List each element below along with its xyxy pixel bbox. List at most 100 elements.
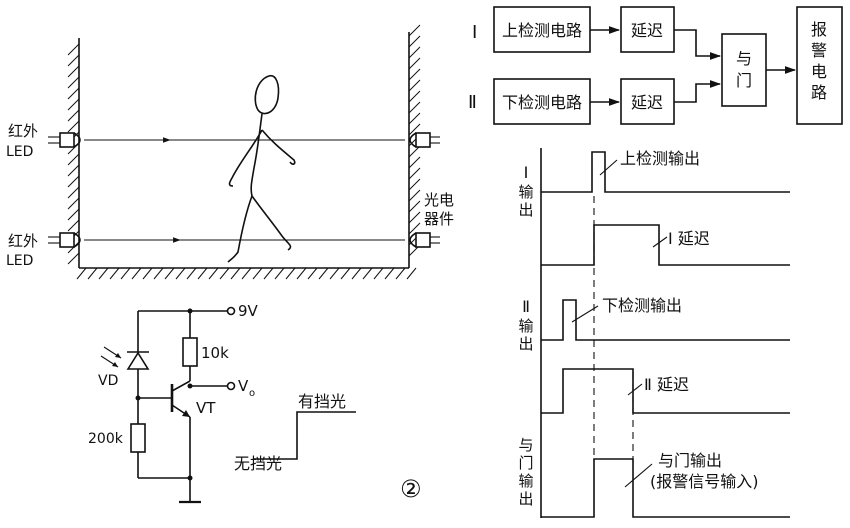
wall-hatch-line — [67, 219, 80, 232]
wall-hatch-line — [408, 35, 421, 48]
wall-hatch-line — [408, 24, 421, 37]
block-diagram: Ⅰ Ⅱ 上检测电路 下检测电路 延迟 延迟 与 门 报 警 电 路 — [468, 6, 843, 125]
wall-hatch-line — [408, 156, 421, 169]
timing-diagram: Ⅰ 输 出 Ⅱ 输 出 与 门 输 出 上检测输出 Ⅰ 延迟 下检测输出 Ⅱ 延… — [518, 148, 790, 518]
floor-hatch-line — [395, 267, 406, 280]
axis-label-channel-2: Ⅱ 输 出 — [518, 297, 533, 353]
label-lower-detect-out: 下检测输出 — [602, 296, 682, 315]
wall-hatch-line — [67, 120, 80, 133]
floor-hatch-line — [219, 267, 230, 280]
alarm-label-char4: 路 — [811, 83, 827, 102]
floor-hatch-line — [175, 267, 186, 280]
wall-hatch-line — [67, 175, 80, 188]
leader-lower-detect — [571, 305, 599, 323]
axis3-char3: 输 — [518, 472, 533, 490]
wall-hatch-line — [408, 123, 421, 136]
wall-hatch-line — [408, 211, 421, 224]
and-gate-block — [721, 33, 767, 107]
leader-upper-detect — [599, 159, 618, 176]
floor-hatch-line — [274, 267, 285, 280]
wall-hatch-line — [67, 87, 80, 100]
output-label-subscript: o — [249, 388, 255, 399]
floor-hatch-line — [98, 267, 109, 280]
leader-delay-II — [627, 383, 643, 396]
state-blocked-label: 有挡光 — [298, 392, 346, 411]
lower-detect-block — [493, 78, 591, 125]
axis3-char2: 门 — [518, 454, 533, 472]
resistor-10k-label: 10k — [201, 344, 229, 362]
photo-receiver-top — [409, 132, 440, 148]
walking-person — [227, 74, 296, 263]
waveform-delay-I — [541, 224, 790, 266]
wall-hatch-line — [67, 252, 80, 265]
right-wall-hatch — [408, 24, 421, 257]
step-waveform — [254, 411, 356, 460]
figure-number: ② — [400, 475, 422, 503]
wall-hatch-line — [67, 186, 80, 199]
wall-hatch-line — [408, 68, 421, 81]
axis1-char1: 输 — [518, 183, 533, 201]
arrow-delay-lower-to-gate — [674, 80, 722, 103]
floor-hatch-line — [263, 267, 274, 280]
floor-hatch-line — [384, 267, 395, 280]
wall-hatch-line — [408, 90, 421, 103]
left-wall-hatch — [67, 43, 80, 265]
photo-receiver-bottom — [409, 232, 440, 248]
wall-hatch-line — [67, 208, 80, 221]
wall-hatch-line — [67, 65, 80, 78]
axis-label-and-output: 与 门 输 出 — [518, 436, 533, 508]
output-terminal — [226, 381, 236, 391]
wall-hatch-line — [408, 222, 421, 235]
axis2-char2: 出 — [518, 335, 533, 353]
waveform-delay-II — [541, 368, 790, 414]
floor-hatch-line — [230, 267, 241, 280]
delay-upper-block — [620, 6, 675, 53]
axis2-numeral: Ⅱ — [522, 297, 530, 316]
wall-hatch-line — [67, 164, 80, 177]
wall-hatch-line — [408, 46, 421, 59]
floor-hatch-line — [340, 267, 351, 280]
floor-hatch-line — [186, 267, 197, 280]
delay-lower-block — [620, 78, 675, 125]
floor-hatch-line — [131, 267, 142, 280]
led-emitter-top — [48, 132, 81, 148]
floor-hatch-line — [109, 267, 120, 280]
output-label: V — [238, 377, 249, 395]
alarm-label-char2: 警 — [811, 41, 827, 60]
floor-hatch-line — [285, 267, 296, 280]
wall-hatch-line — [408, 101, 421, 114]
wall-hatch-line — [67, 43, 80, 56]
axis-label-channel-1: Ⅰ 输 出 — [518, 163, 533, 219]
alarm-label-char1: 报 — [811, 20, 827, 39]
axis1-numeral: Ⅰ — [524, 163, 529, 182]
floor-hatch-line — [208, 267, 219, 280]
photo-device-label-line1: 光电 — [424, 191, 454, 209]
waveform-and-output — [541, 458, 790, 518]
floor-hatch-line — [142, 267, 153, 280]
ir-led-bottom-label-line1: 红外 — [8, 232, 38, 250]
wall-hatch-line — [408, 200, 421, 213]
wall-hatch-line — [408, 79, 421, 92]
floor-hatch-line — [318, 267, 329, 280]
axis2-char1: 输 — [518, 317, 533, 335]
wall-hatch-line — [408, 167, 421, 180]
delay-lower-label: 延迟 — [631, 93, 663, 112]
floor-hatch-line — [153, 267, 164, 280]
and-gate-label-line2: 门 — [736, 71, 752, 90]
floor-hatch-line — [351, 267, 362, 280]
floor-hatch-line — [241, 267, 252, 280]
transistor-vt — [170, 380, 191, 418]
leader-delay-I — [652, 236, 668, 248]
label-delay-I: Ⅰ 延迟 — [668, 229, 710, 248]
label-and-out: 与门输出 — [658, 451, 722, 470]
arrow-delay-upper-to-gate — [674, 29, 722, 60]
ir-led-top-label-line2: LED — [6, 144, 33, 160]
wall-hatch-line — [408, 112, 421, 125]
floor-hatch-line — [373, 267, 384, 280]
wall-hatch-line — [408, 189, 421, 202]
upper-channel-numeral: Ⅰ — [472, 22, 477, 43]
floor-hatch-line — [164, 267, 175, 280]
led-emitter-bottom — [48, 232, 81, 248]
state-clear-label: 无挡光 — [234, 454, 282, 473]
alarm-circuit-block — [796, 6, 843, 125]
